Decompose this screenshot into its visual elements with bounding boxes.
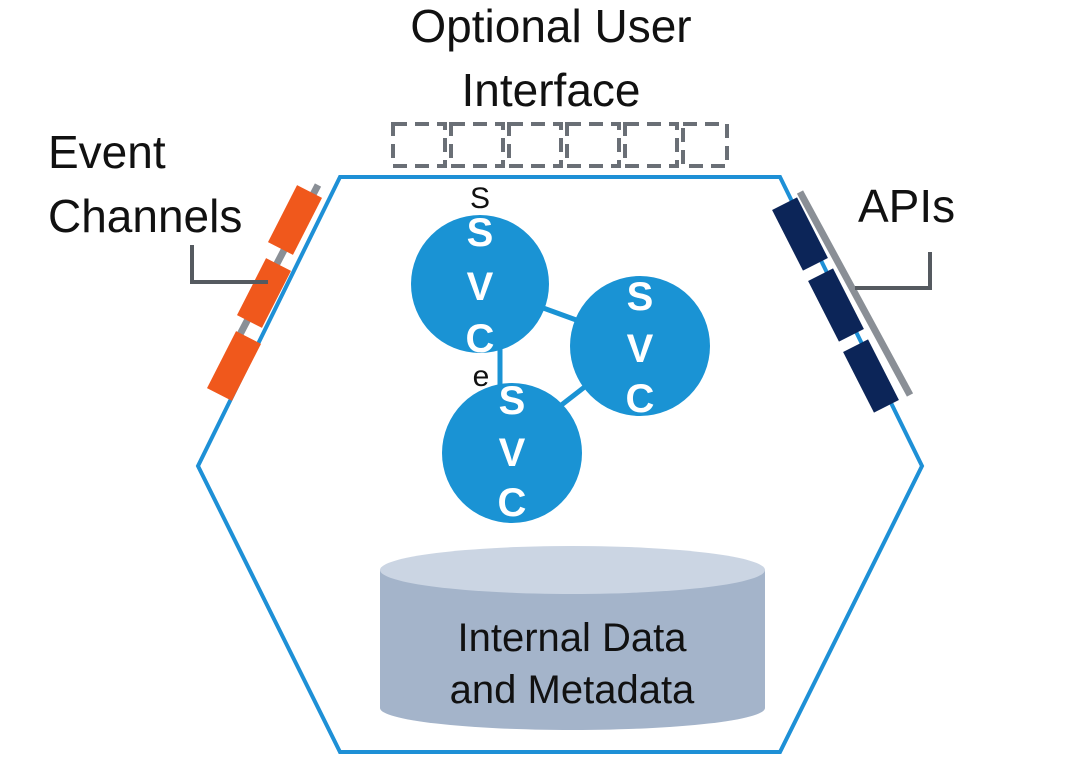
apis-connector	[855, 252, 932, 290]
service-letter: V	[627, 327, 654, 371]
service-1: S V C	[411, 211, 549, 361]
ui-label-line1: Optional User	[410, 0, 691, 52]
api-port-block	[808, 268, 864, 342]
service-letter: C	[626, 377, 655, 421]
event-channels-connector	[190, 245, 268, 284]
apis-label: APIs	[858, 180, 955, 232]
ui-dashed-box	[391, 122, 447, 168]
loose-letter-top: S	[470, 182, 490, 215]
ui-dashed-box	[681, 122, 729, 168]
event-port-block	[267, 185, 323, 255]
service-letter: S	[627, 275, 654, 319]
database-label-line2: and Metadata	[450, 668, 695, 712]
ui-dashed-box	[507, 122, 563, 168]
service-letter: C	[466, 317, 495, 361]
service-letter: S	[499, 379, 526, 423]
event-port-block	[236, 258, 292, 328]
service-circle	[570, 276, 710, 416]
database-top	[380, 546, 765, 594]
event-port-block	[206, 331, 262, 401]
event-channels-label-line2: Channels	[48, 190, 242, 242]
apis-bar	[796, 190, 914, 397]
ui-dashed-boxes	[391, 122, 729, 168]
event-channels-label-line1: Event	[48, 126, 166, 178]
ui-label-line2: Interface	[462, 64, 641, 116]
ui-dashed-box	[623, 122, 679, 168]
service-circle	[442, 383, 582, 523]
hexagon-boundary	[195, 175, 925, 754]
database-cylinder: Internal Data and Metadata	[380, 546, 765, 730]
service-letter: V	[499, 431, 526, 475]
service-letter: S	[467, 211, 494, 255]
service-circle	[411, 215, 549, 353]
service-2: S V C	[570, 275, 710, 421]
loose-letter-middle: e	[473, 360, 490, 393]
service-letter: C	[498, 481, 527, 525]
api-port-block	[772, 197, 828, 271]
database-bottom	[380, 686, 765, 730]
ui-dashed-box	[565, 122, 621, 168]
event-channels-port	[206, 183, 323, 401]
database-label-line1: Internal Data	[457, 616, 687, 660]
apis-port	[772, 190, 914, 413]
service-3: S V C	[442, 379, 582, 525]
service-letter: V	[467, 265, 494, 309]
ui-dashed-box	[449, 122, 505, 168]
api-port-block	[843, 339, 899, 413]
